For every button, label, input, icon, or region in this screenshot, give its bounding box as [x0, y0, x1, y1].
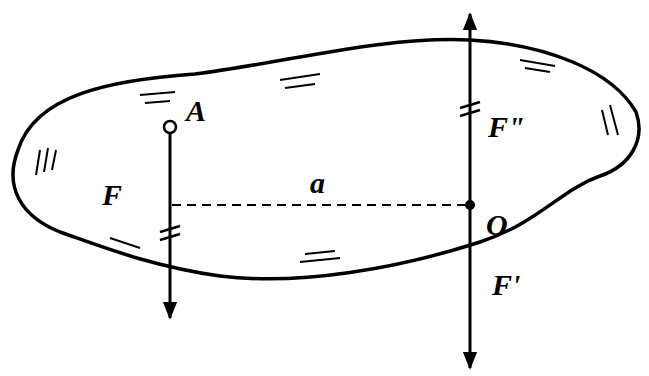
point-a — [164, 121, 176, 133]
force-label: F — [102, 180, 122, 210]
equal-ticks — [160, 102, 480, 240]
distance-label: a — [310, 168, 325, 198]
force-f1-line — [469, 205, 472, 368]
body-outline — [13, 40, 639, 279]
point-o — [465, 200, 475, 210]
point-label: O — [486, 210, 508, 240]
point-label: A — [186, 96, 206, 126]
force-f-line — [169, 133, 172, 318]
force-f2-line — [469, 14, 472, 205]
distance-line — [172, 204, 466, 206]
force-label: F' — [492, 270, 520, 300]
body-shading — [36, 60, 618, 262]
force-label: F" — [488, 112, 525, 142]
